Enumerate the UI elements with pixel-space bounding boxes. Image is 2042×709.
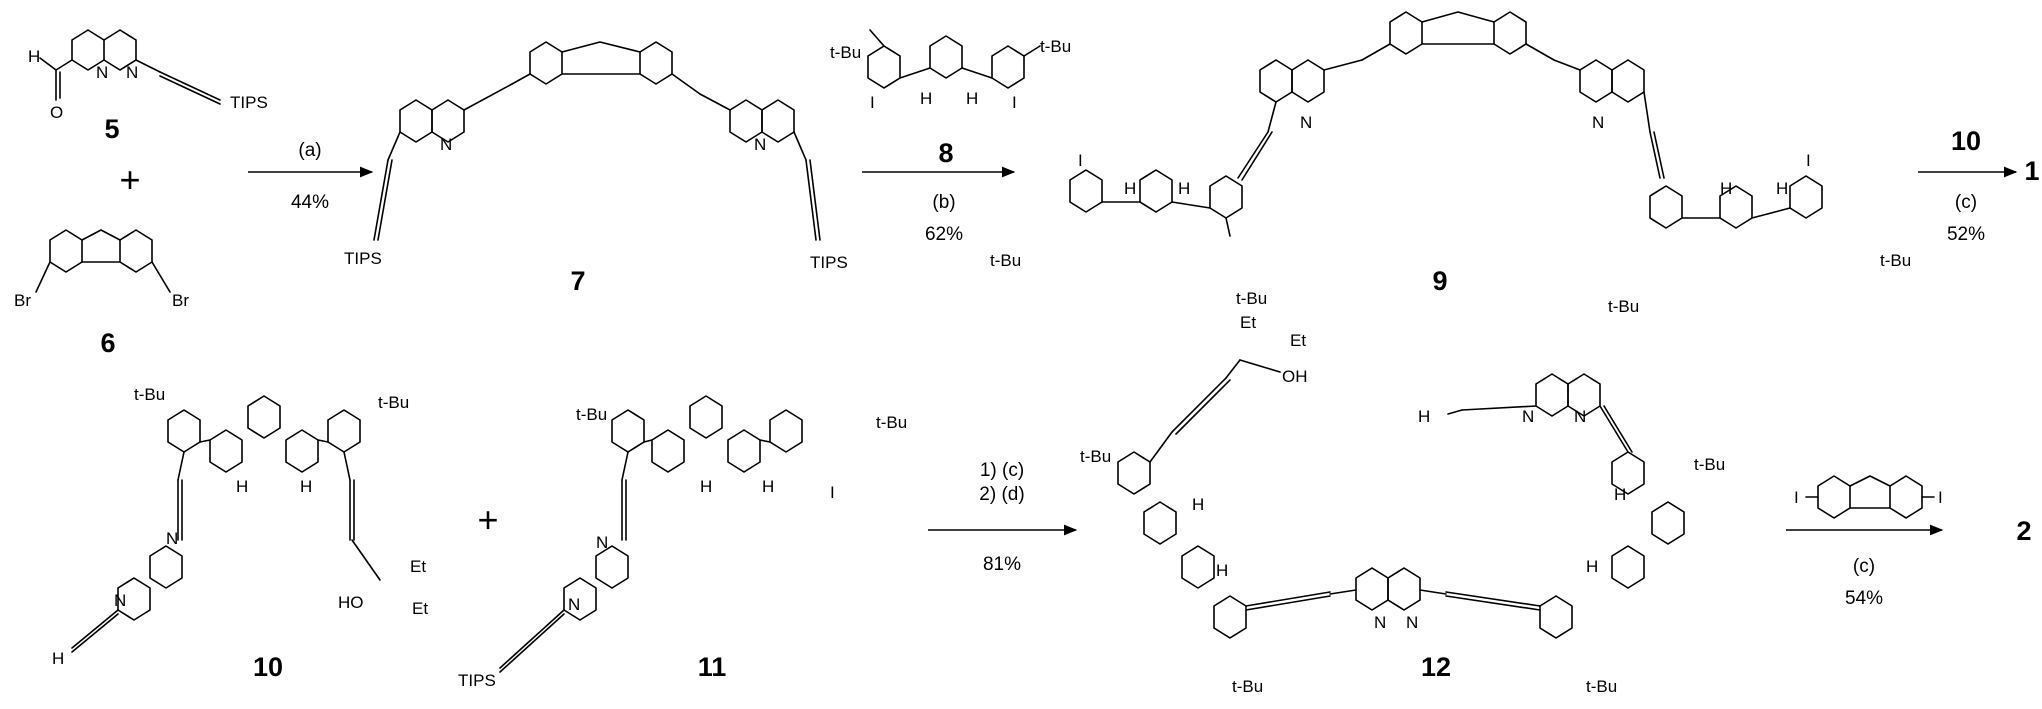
condition-c-top: (c) xyxy=(1955,192,1977,213)
plus-sign: + xyxy=(119,159,140,200)
compound-12-structure: Et Et OH t-Bu H H t-Bu N N H N N t-Bu H … xyxy=(1080,313,1725,696)
atom-N: N xyxy=(1406,613,1418,632)
atom-tBu: t-Bu xyxy=(1232,677,1263,696)
atom-NH: H xyxy=(1614,485,1626,504)
compound-label-12: 12 xyxy=(1421,652,1451,682)
compound-5-structure: H O N N TIPS xyxy=(28,29,268,122)
yield-c-top: 52% xyxy=(1947,224,1985,245)
atom-Et: Et xyxy=(410,557,426,576)
atom-NH: H xyxy=(966,89,978,108)
diiodofluorene-reagent: I I xyxy=(1794,475,1943,519)
atom-I: I xyxy=(1806,151,1811,170)
atom-I: I xyxy=(1794,488,1799,507)
compound-10-structure: t-Bu t-Bu H H N N Et Et HO H xyxy=(52,385,428,668)
atom-tBu: t-Bu xyxy=(1586,677,1617,696)
atom-NH: H xyxy=(700,477,712,496)
condition-d-line2: 2) (d) xyxy=(979,484,1024,505)
compound-9-structure: N N I H H t-Bu t-Bu I H H t-Bu t-Bu xyxy=(990,11,1911,316)
atom-tBu: t-Bu xyxy=(1080,447,1111,466)
compound-label-8: 8 xyxy=(938,138,953,168)
compound-label-6: 6 xyxy=(100,328,115,358)
atom-NH: H xyxy=(1720,179,1732,198)
atom-tBu: t-Bu xyxy=(1236,289,1267,308)
condition-a: (a) xyxy=(298,140,321,161)
atom-H: H xyxy=(1418,407,1430,426)
plus-sign: + xyxy=(477,499,498,540)
atom-N: N xyxy=(568,595,580,614)
compound-7-structure: N N TIPS TIPS xyxy=(344,41,848,272)
compound-11-structure: t-Bu t-Bu H H I N N TIPS xyxy=(458,395,907,690)
atom-tBu: t-Bu xyxy=(378,393,409,412)
atom-Et: Et xyxy=(1290,331,1306,350)
atom-TIPS: TIPS xyxy=(458,671,496,690)
atom-TIPS: TIPS xyxy=(810,253,848,272)
atom-tBu: t-Bu xyxy=(134,385,165,404)
yield-a: 44% xyxy=(291,192,329,213)
atom-tBu: t-Bu xyxy=(876,413,907,432)
yield-e: 54% xyxy=(1845,588,1883,609)
atom-tBu: t-Bu xyxy=(1880,251,1911,270)
reagent-10: 10 xyxy=(1951,126,1981,156)
atom-I: I xyxy=(870,93,875,112)
atom-I: I xyxy=(830,483,835,502)
atom-TIPS: TIPS xyxy=(344,249,382,268)
compound-label-9: 9 xyxy=(1432,266,1447,296)
atom-Br: Br xyxy=(14,291,31,310)
atom-NH: H xyxy=(762,477,774,496)
atom-tBu: t-Bu xyxy=(576,405,607,424)
compound-label-11: 11 xyxy=(698,652,727,682)
atom-NH: H xyxy=(300,477,312,496)
atom-N: N xyxy=(1522,407,1534,426)
atom-OH: OH xyxy=(1282,367,1308,386)
condition-e: (c) xyxy=(1853,556,1875,577)
atom-N: N xyxy=(1592,113,1604,132)
atom-N: N xyxy=(166,529,178,548)
atom-I: I xyxy=(1012,93,1017,112)
atom-tBu: t-Bu xyxy=(1694,455,1725,474)
atom-TIPS: TIPS xyxy=(230,93,268,112)
condition-b: (b) xyxy=(932,192,955,213)
compound-6-structure: Br Br xyxy=(14,229,189,310)
atom-tBu: t-Bu xyxy=(1608,297,1639,316)
atom-H: H xyxy=(52,649,64,668)
atom-HO: HO xyxy=(338,593,364,612)
atom-H: H xyxy=(28,47,40,66)
atom-NH: H xyxy=(1216,561,1228,580)
atom-tBu: t-Bu xyxy=(830,43,861,62)
atom-NH: H xyxy=(1586,557,1598,576)
atom-N: N xyxy=(1300,113,1312,132)
compound-label-10: 10 xyxy=(253,652,283,682)
condition-d-line1: 1) (c) xyxy=(980,460,1024,481)
atom-NH: H xyxy=(236,477,248,496)
atom-NH: H xyxy=(1192,495,1204,514)
compound-label-2: 2 xyxy=(2016,516,2031,546)
compound-label-7: 7 xyxy=(570,266,585,296)
atom-N: N xyxy=(596,533,608,552)
atom-tBu: t-Bu xyxy=(990,251,1021,270)
atom-NH: H xyxy=(920,89,932,108)
compound-8-structure: t-Bu t-Bu I I H H xyxy=(830,29,1071,112)
atom-N: N xyxy=(1374,613,1386,632)
atom-NH: H xyxy=(1776,179,1788,198)
atom-Et: Et xyxy=(412,599,428,618)
atom-NH: H xyxy=(1178,179,1190,198)
atom-N: N xyxy=(440,135,452,154)
compound-label-1: 1 xyxy=(2024,156,2039,186)
atom-N: N xyxy=(126,63,138,82)
atom-N: N xyxy=(754,135,766,154)
atom-O: O xyxy=(50,103,63,122)
atom-tBu: t-Bu xyxy=(1040,37,1071,56)
atom-I: I xyxy=(1078,151,1083,170)
atom-N: N xyxy=(96,63,108,82)
yield-b: 62% xyxy=(925,224,963,245)
atom-N: N xyxy=(114,591,126,610)
atom-Br: Br xyxy=(172,291,189,310)
compound-label-5: 5 xyxy=(104,114,119,144)
atom-N: N xyxy=(1574,407,1586,426)
atom-Et: Et xyxy=(1240,313,1256,332)
atom-NH: H xyxy=(1124,179,1136,198)
atom-I: I xyxy=(1938,488,1943,507)
yield-d: 81% xyxy=(983,554,1021,575)
